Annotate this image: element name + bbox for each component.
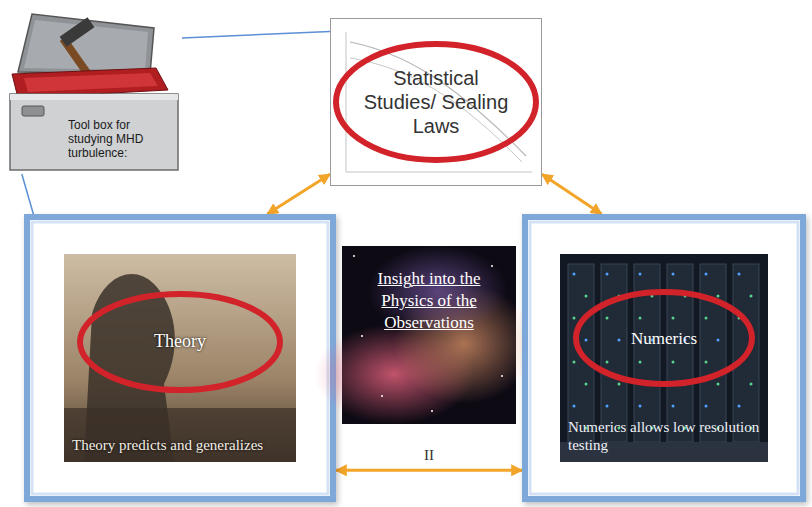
illustration-part <box>381 395 383 397</box>
text-area: Insight into the Physics of the Observat… <box>350 268 508 408</box>
illustration-part <box>331 19 542 186</box>
illustration-part <box>32 222 328 494</box>
illustration-part <box>585 339 588 342</box>
illustration-part <box>573 405 576 408</box>
illustration-part <box>672 273 675 276</box>
illustration-part <box>353 255 355 257</box>
illustration-part <box>618 383 621 386</box>
illustration-part <box>639 317 642 320</box>
illustration-part <box>491 265 493 267</box>
edge-label: II <box>420 446 438 464</box>
illustration-part <box>336 44 536 160</box>
toolbox-caption: Tool box for studying MHD turbulence: <box>68 118 174 160</box>
illustration-part <box>64 254 296 462</box>
illustration-part <box>585 295 588 298</box>
numerics-panel: NumericsNumerics allows low resolution t… <box>522 214 806 502</box>
illustration-part <box>750 295 753 298</box>
illustration-part <box>10 94 178 100</box>
illustration-part <box>431 410 433 412</box>
illustration-part <box>606 273 609 276</box>
illustration-part <box>639 405 642 408</box>
double-arrow <box>336 469 522 472</box>
illustration-part <box>573 361 576 364</box>
text-area: TheoryTheory predicts and generalizes <box>64 254 296 462</box>
illustration-part <box>606 405 609 408</box>
panel-note: Theory predicts and generalizes <box>64 436 296 462</box>
illustration-part <box>705 361 708 364</box>
illustration-part <box>22 106 44 116</box>
illustration-part <box>346 32 532 172</box>
scaling-laws-box: Statistical Studies/ Sealing Laws <box>330 18 542 186</box>
illustration-part <box>585 383 588 386</box>
illustration-part <box>573 273 576 276</box>
image-caption: Insight into the Physics of the Observat… <box>350 268 508 334</box>
text-area: Tool box for studying MHD turbulence: <box>68 118 174 170</box>
illustration-part <box>606 361 609 364</box>
illustration-part <box>672 361 675 364</box>
double-arrow <box>542 174 602 214</box>
illustration-part <box>560 254 768 462</box>
text-area: Statistical Studies/ Sealing Laws <box>358 38 514 166</box>
illustration-part <box>601 264 627 442</box>
panel-note: Numerics allows low resolution testing <box>560 418 768 462</box>
illustration-part <box>501 375 503 377</box>
illustration-part <box>738 273 741 276</box>
illustration-part <box>361 335 363 337</box>
illustration-part <box>639 273 642 276</box>
insight-image: Insight into the Physics of the Observat… <box>342 246 516 424</box>
illustration-part <box>10 94 178 170</box>
illustration-part <box>705 317 708 320</box>
panel-title: Numerics <box>560 328 768 350</box>
panel-illustration <box>522 214 806 502</box>
illustration-part <box>24 73 158 92</box>
illustration-part <box>738 405 741 408</box>
panel-illustration <box>24 214 336 502</box>
theory-panel: TheoryTheory predicts and generalizes <box>24 214 336 502</box>
illustration-part <box>700 264 726 442</box>
illustration-part <box>573 317 576 320</box>
panel-title: Theory <box>64 330 296 352</box>
text-area: NumericsNumerics allows low resolution t… <box>560 254 768 462</box>
illustration-part <box>525 217 803 499</box>
illustration-part <box>750 383 753 386</box>
illustration-part <box>672 317 675 320</box>
illustration-part <box>606 317 609 320</box>
double-arrow <box>267 174 330 214</box>
illustration-part <box>522 214 806 502</box>
illustration-part <box>27 217 333 499</box>
illustration-part <box>705 273 708 276</box>
illustration-part <box>24 214 336 502</box>
link-line <box>182 31 330 38</box>
illustration-part <box>618 339 621 342</box>
link-line <box>22 174 34 214</box>
toolbox: Tool box for studying MHD turbulence: <box>4 4 182 174</box>
illustration-part <box>64 408 296 462</box>
illustration-part <box>60 17 95 46</box>
illustration-part <box>530 222 798 494</box>
illustration-part <box>705 405 708 408</box>
box-title: Statistical Studies/ Sealing Laws <box>358 66 514 138</box>
illustration-part <box>717 383 720 386</box>
illustration-part <box>717 339 720 342</box>
illustration-part <box>639 361 642 364</box>
illustration-part <box>672 405 675 408</box>
illustration-part <box>717 295 720 298</box>
